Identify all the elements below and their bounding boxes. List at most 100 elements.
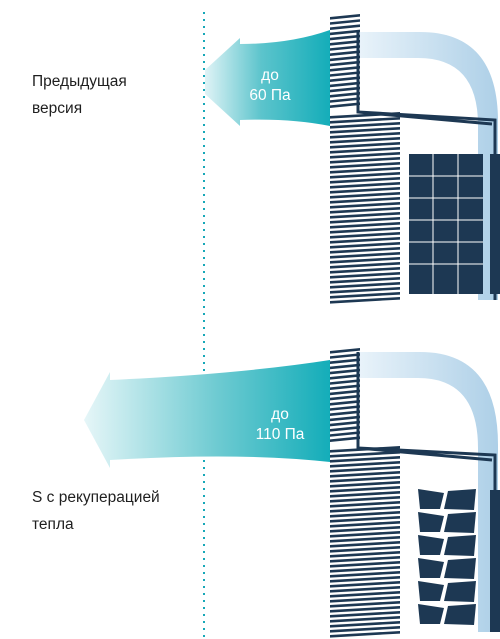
- louver-slat: [330, 400, 360, 406]
- louver-slat: [330, 257, 400, 264]
- louver-slat: [330, 501, 400, 508]
- louver-slat: [330, 379, 360, 385]
- louver-slat: [330, 127, 400, 134]
- louver-slat: [330, 451, 400, 458]
- top-airflow-arrow: [205, 30, 330, 126]
- louver-slat: [330, 24, 360, 30]
- brick-piece: [418, 558, 444, 578]
- louver-slat: [330, 272, 400, 279]
- top-air-duct: [356, 32, 498, 300]
- louver-slat: [330, 461, 400, 468]
- louver-slat: [330, 207, 400, 214]
- bottom-unit-label-line-2: тепла: [32, 516, 74, 533]
- top-unit-label-line-1: Предыдущая: [32, 73, 127, 90]
- louver-slat: [330, 486, 400, 493]
- bottom-pressure-prefix: до: [271, 406, 289, 423]
- louver-slat: [330, 137, 400, 144]
- louver-slat: [330, 86, 360, 93]
- louver-slat: [330, 611, 400, 618]
- louver-slat: [330, 389, 360, 396]
- louver-slat: [330, 526, 400, 533]
- louver-slat: [330, 601, 400, 608]
- louver-slat: [330, 45, 360, 51]
- louver-slat: [330, 476, 400, 483]
- top-grid-panel: [409, 154, 500, 294]
- bottom-pressure-value: 110 Па: [255, 426, 305, 443]
- louver-slat: [330, 277, 400, 284]
- louver-slat: [330, 217, 400, 224]
- brick-piece: [444, 558, 476, 579]
- top-pressure-label: до 60 Па: [225, 66, 315, 106]
- louver-slat: [330, 172, 400, 179]
- louver-slat: [330, 50, 360, 56]
- top-ventilation-unit: [205, 14, 500, 304]
- louver-slat: [330, 212, 400, 219]
- louver-slat: [330, 616, 400, 623]
- louver-slat: [330, 586, 400, 593]
- brick-piece: [418, 489, 444, 509]
- louver-slat: [330, 596, 400, 603]
- louver-slat: [330, 252, 400, 259]
- louver-slat: [330, 511, 400, 518]
- louver-slat: [330, 132, 400, 139]
- top-unit-label-line-2: версия: [32, 100, 83, 117]
- louver-slat: [330, 415, 360, 422]
- louver-slat: [330, 232, 400, 239]
- brick-piece: [418, 604, 444, 624]
- top-pressure-prefix: до: [261, 67, 279, 84]
- louver-slat: [330, 405, 360, 411]
- louver-slat: [330, 267, 400, 274]
- louver-slat: [330, 626, 400, 633]
- bottom-air-duct: [356, 352, 498, 632]
- louver-slat: [330, 581, 400, 588]
- louver-slat: [330, 34, 360, 41]
- louver-slat: [330, 92, 360, 98]
- louver-slat: [330, 394, 360, 401]
- louver-slat: [330, 192, 400, 199]
- louver-slat: [330, 117, 400, 124]
- louver-slat: [330, 97, 360, 103]
- louver-slat: [330, 481, 400, 488]
- louver-slat: [330, 282, 400, 289]
- louver-slat: [330, 363, 360, 370]
- louver-slat: [330, 60, 360, 67]
- louver-slat: [330, 102, 360, 108]
- brick-piece: [444, 581, 476, 602]
- louver-slat: [330, 606, 400, 613]
- louver-slat: [330, 368, 360, 375]
- louver-slat: [330, 551, 400, 558]
- louver-slat: [330, 516, 400, 523]
- louver-slat: [330, 227, 400, 234]
- louver-slat: [330, 40, 360, 46]
- louver-slat: [330, 66, 360, 72]
- louver-slat: [330, 591, 400, 598]
- bottom-pressure-label: до 110 Па: [235, 405, 325, 445]
- louver-slat: [330, 446, 400, 453]
- bottom-airflow-arrow: [84, 360, 330, 468]
- bottom-unit-label: S с рекуперацией тепла: [32, 484, 160, 538]
- brick-piece: [418, 512, 444, 532]
- louver-slat: [330, 182, 400, 189]
- louver-slat: [330, 262, 400, 269]
- louver-slat: [330, 71, 360, 77]
- bottom-unit-label-line-1: S с рекуперацией: [32, 489, 160, 506]
- louver-slat: [330, 521, 400, 528]
- louver-slat: [330, 202, 400, 209]
- brick-piece: [444, 604, 476, 625]
- louver-slat: [330, 566, 400, 573]
- louver-slat: [330, 19, 360, 25]
- louver-slat: [330, 287, 400, 294]
- louver-slat: [330, 177, 400, 184]
- louver-slat: [330, 81, 360, 88]
- louver-slat: [330, 571, 400, 578]
- louver-slat: [330, 456, 400, 463]
- louver-slat: [330, 374, 360, 380]
- louver-slat: [330, 29, 360, 36]
- louver-slat: [330, 292, 400, 299]
- louver-slat: [330, 237, 400, 244]
- louver-slat: [330, 112, 400, 119]
- louver-slat: [330, 157, 400, 164]
- louver-slat: [330, 247, 400, 254]
- top-louver-lower: [330, 112, 400, 304]
